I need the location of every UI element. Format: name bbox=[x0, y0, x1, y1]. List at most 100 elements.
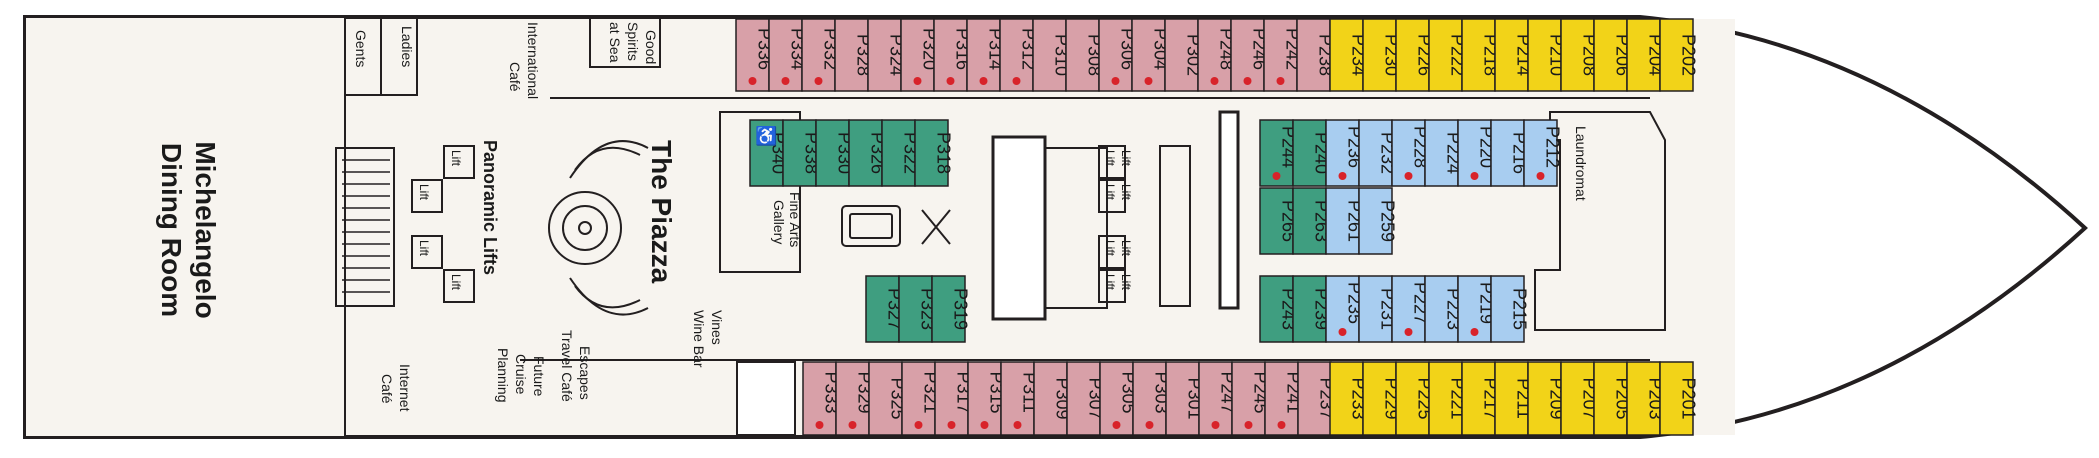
mid-lower-green-cabin-box bbox=[1259, 275, 1294, 343]
top-pink-cabin-dot bbox=[781, 77, 790, 85]
bottom-yellow-cabin: P229 bbox=[1362, 361, 1402, 436]
top-pink-cabin-dot bbox=[1210, 77, 1219, 85]
escapes-label-2: Travel Café bbox=[559, 330, 575, 402]
piazza-centre bbox=[548, 191, 622, 265]
lift-car-2 bbox=[411, 179, 443, 213]
top-pink-cabin-dot bbox=[1012, 77, 1021, 85]
bottom-pink-cabin-dot bbox=[1277, 421, 1286, 429]
green-upper-cabin-box bbox=[848, 119, 883, 187]
lift-bank-mid-3 bbox=[1098, 235, 1126, 269]
green-lower-cabin-box bbox=[898, 275, 933, 343]
accessible-icon: ♿ bbox=[755, 125, 777, 146]
mid-inner-blue-cabin-label: P259 bbox=[1378, 200, 1398, 242]
top-yellow-cabin: P204 bbox=[1626, 18, 1666, 92]
bottom-yellow-cabin-box bbox=[1659, 361, 1694, 436]
lift-label-6: Lift bbox=[1103, 184, 1117, 201]
bottom-yellow-cabin-box bbox=[1560, 361, 1595, 436]
top-pink-cabin-box bbox=[867, 18, 902, 92]
top-pink-cabin-dot bbox=[1276, 77, 1285, 85]
top-yellow-cabin-box bbox=[1659, 18, 1694, 92]
green-upper-cabin-box bbox=[782, 119, 817, 187]
atrium-frame bbox=[1044, 147, 1108, 309]
green-upper-cabin-label: P318 bbox=[934, 132, 954, 174]
bottom-pink-cabin: P301 bbox=[1165, 361, 1205, 436]
bottom-pink-cabin-dot bbox=[1013, 421, 1022, 429]
vines-label-1: Vines bbox=[709, 310, 725, 345]
bar-counter bbox=[589, 16, 661, 68]
mid-inner-blue-cabin: P259 bbox=[1358, 187, 1398, 255]
bottom-pink-cabin-dot bbox=[980, 421, 989, 429]
lift-label-3: Lift bbox=[417, 240, 431, 257]
service-area bbox=[736, 361, 796, 436]
mid-upper-blue-cabin-dot bbox=[1338, 172, 1347, 180]
bottom-yellow-cabin-box bbox=[1461, 361, 1496, 436]
good-spirits-label-2: Spirits bbox=[625, 22, 641, 61]
mid-upper-green-cabin-dot bbox=[1272, 172, 1281, 180]
piazza-centre-inner bbox=[562, 205, 608, 251]
bottom-yellow-cabin-box bbox=[1362, 361, 1397, 436]
green-lower-cabin-box bbox=[865, 275, 900, 343]
top-pink-cabin-box bbox=[834, 18, 869, 92]
lift-bank-mid bbox=[1098, 145, 1126, 179]
lift-car-1 bbox=[443, 145, 475, 179]
top-pink-cabin-dot bbox=[1243, 77, 1252, 85]
mid-upper-blue-cabin-dot bbox=[1536, 172, 1545, 180]
dining-room-label-1: Michelangelo bbox=[190, 141, 221, 318]
lift-label-10: Lift bbox=[1119, 184, 1133, 201]
forward-shaft bbox=[1218, 110, 1240, 310]
art-gallery-block bbox=[719, 111, 801, 273]
art-display-inner bbox=[849, 213, 893, 239]
mid-lower-blue-cabin-box bbox=[1325, 275, 1360, 343]
mid-lower-blue-cabin-box bbox=[1490, 275, 1525, 343]
bottom-pink-cabin-box bbox=[1033, 361, 1068, 436]
top-yellow-cabin-box bbox=[1560, 18, 1595, 92]
top-pink-cabin-dot bbox=[913, 77, 922, 85]
bottom-pink-cabin-dot bbox=[1112, 421, 1121, 429]
bottom-pink-cabin-box bbox=[868, 361, 903, 436]
lift-label-9: Lift bbox=[1119, 150, 1133, 167]
mid-lower-blue-cabin-label: P215 bbox=[1510, 288, 1530, 330]
top-yellow-cabin-label: P202 bbox=[1679, 34, 1699, 76]
top-yellow-cabin-box bbox=[1461, 18, 1496, 92]
bottom-pink-cabin-dot bbox=[1211, 421, 1220, 429]
bottom-pink-cabin-dot bbox=[1145, 421, 1154, 429]
top-yellow-cabin-box bbox=[1626, 18, 1661, 92]
lift-label-11: Lift bbox=[1119, 240, 1133, 257]
top-pink-cabin-dot bbox=[748, 77, 757, 85]
international-cafe-label-1: International bbox=[525, 22, 541, 99]
stairs-right bbox=[1159, 145, 1191, 307]
bottom-yellow-cabin: P211 bbox=[1494, 361, 1534, 436]
grand-stair-bottom-2 bbox=[569, 277, 649, 316]
stairs-left bbox=[335, 147, 395, 307]
green-upper-cabin: P338 bbox=[782, 119, 822, 187]
labels-layer: Michelangelo Dining Room Gents Ladies In… bbox=[156, 22, 1589, 412]
bottom-yellow-cabin-box bbox=[1329, 361, 1364, 436]
laundromat-label: Laundromat bbox=[1573, 126, 1589, 201]
bottom-yellow-cabin-box bbox=[1428, 361, 1463, 436]
future-cruise-label-1: Future bbox=[531, 356, 547, 397]
bottom-pink-cabin: P317 bbox=[934, 361, 974, 436]
vines-label-2: Wine Bar bbox=[691, 310, 707, 368]
green-upper-cabin-box bbox=[914, 119, 949, 187]
panoramic-lifts-label: Panoramic Lifts bbox=[480, 140, 500, 275]
lift-label-4: Lift bbox=[449, 274, 463, 291]
mid-upper-blue-cabin-box bbox=[1457, 119, 1492, 187]
mid-lower-blue-cabin: P215 bbox=[1490, 275, 1530, 343]
mid-upper-blue-cabin: P212 bbox=[1523, 119, 1563, 187]
mid-inner-blue-cabin-box bbox=[1325, 187, 1360, 255]
fine-arts-label-2: Gallery bbox=[771, 200, 787, 244]
top-pink-cabin-box bbox=[1263, 18, 1298, 92]
bottom-yellow-cabin-label: P201 bbox=[1679, 377, 1699, 419]
lift-label-2: Lift bbox=[417, 184, 431, 201]
grand-stair-top-2 bbox=[569, 140, 649, 179]
piazza-label: The Piazza bbox=[646, 140, 677, 284]
top-yellow-cabin: P230 bbox=[1362, 18, 1402, 92]
future-cruise-label-3: Planning bbox=[495, 348, 511, 403]
good-spirits-label-1: Good bbox=[643, 30, 659, 64]
good-spirits-label-3: at Sea bbox=[607, 22, 623, 63]
mid-upper-blue-cabin: P236 bbox=[1325, 119, 1365, 187]
mid-lower-blue-cabin-dot bbox=[1338, 328, 1347, 336]
bottom-pink-cabin-box bbox=[1165, 361, 1200, 436]
bottom-pink-cabin-dot bbox=[947, 421, 956, 429]
